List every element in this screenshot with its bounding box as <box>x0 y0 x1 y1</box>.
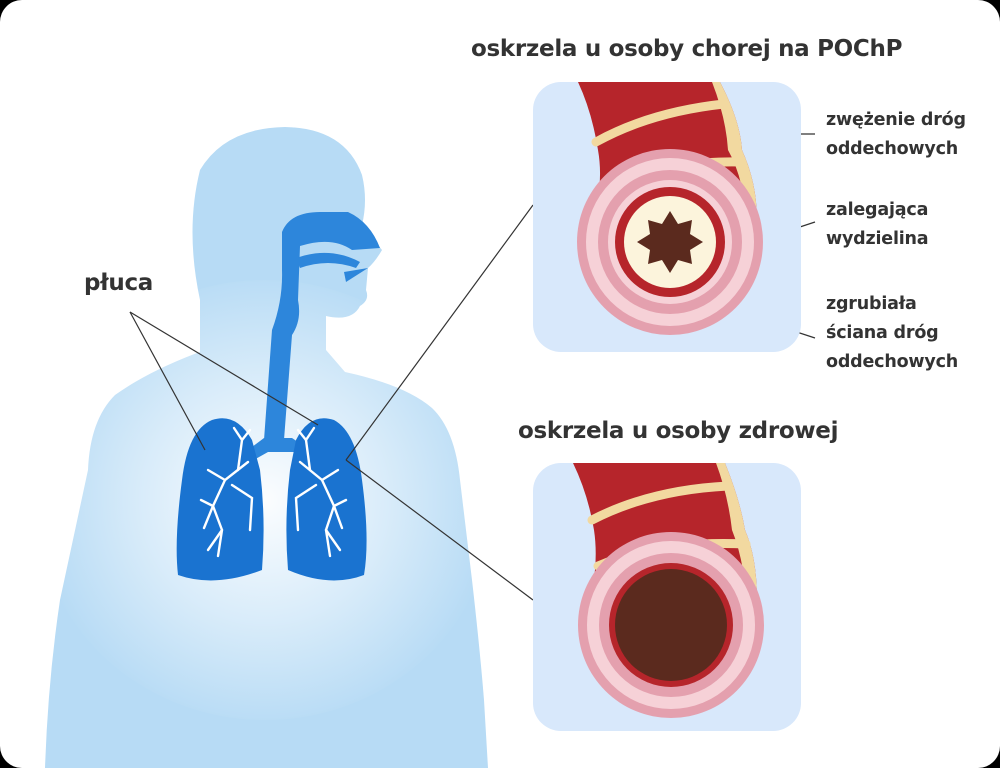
thickened-wall-label-line-2: ściana dróg <box>826 323 939 343</box>
thickened-wall-label: zgrubiała ściana dróg oddechowych <box>826 290 958 377</box>
secretion-label: zalegająca wydzielina <box>826 196 929 254</box>
thickened-wall-label-line-3: oddechowych <box>826 352 959 372</box>
narrowing-label-line-1: zwężenie dróg <box>826 110 966 130</box>
narrowing-label: zwężenie dróg oddechowych <box>826 106 966 164</box>
narrowing-label-line-2: oddechowych <box>826 139 959 159</box>
healthy-bronchus-panel <box>533 463 801 731</box>
secretion-label-line-1: zalegająca <box>826 200 929 220</box>
copd-bronchi-title: oskrzela u osoby chorej na POChP <box>471 36 903 62</box>
thickened-wall-label-line-1: zgrubiała <box>826 294 917 314</box>
copd-bronchus-panel <box>533 82 801 352</box>
healthy-bronchi-title: oskrzela u osoby zdrowej <box>518 418 839 444</box>
lungs-label: płuca <box>84 270 154 296</box>
lungs-illustration <box>176 418 367 581</box>
secretion-label-line-2: wydzielina <box>826 229 929 249</box>
